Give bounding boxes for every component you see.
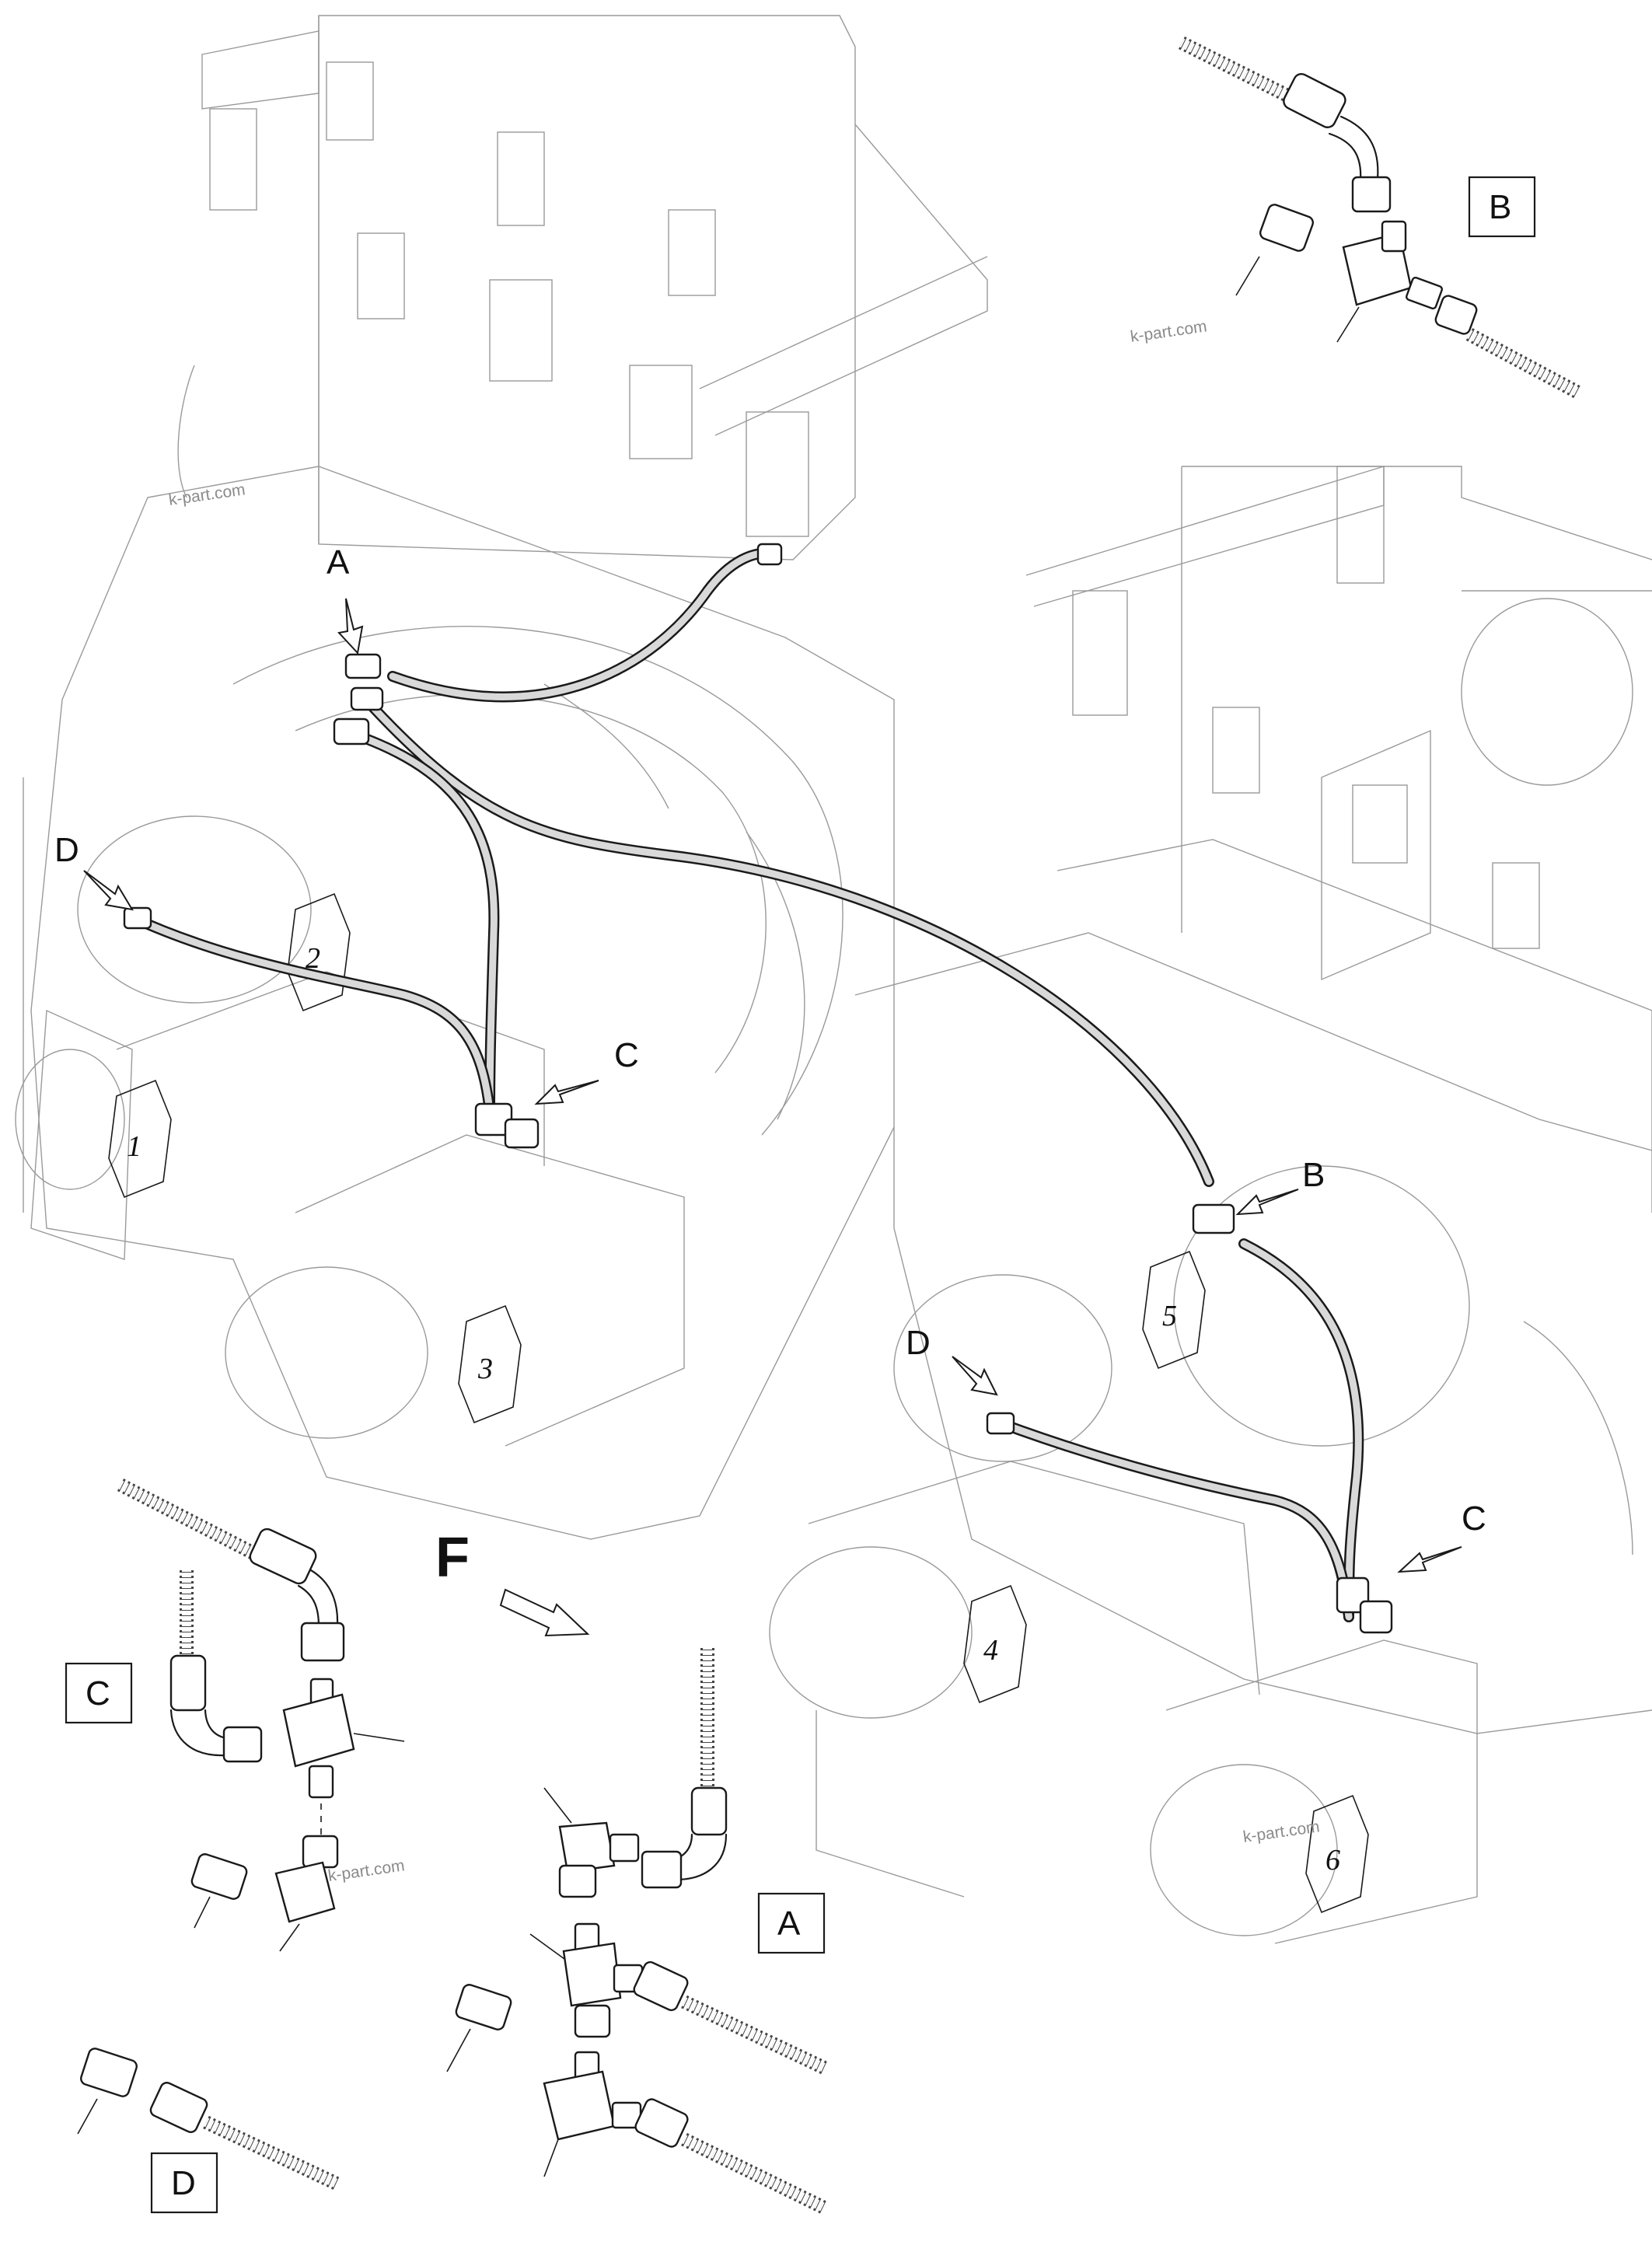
pump-number-4: 4: [983, 1634, 998, 1667]
front-direction-arrow-icon: [499, 1588, 590, 1637]
watermark-4: k-part.com: [1242, 1817, 1320, 1846]
detail-b: B: [1178, 36, 1582, 399]
callout-pointers: [83, 598, 1462, 1573]
pump-number-3: 3: [477, 1353, 493, 1385]
detail-a: A: [446, 1648, 827, 2215]
callout-letter-b: B: [1302, 1156, 1325, 1194]
callout-letter-d-left: D: [54, 831, 79, 869]
engine-block-right: [769, 466, 1652, 1944]
callout-letter-d-right: D: [906, 1324, 931, 1362]
detail-b-label-box: [1468, 176, 1536, 238]
pump-number-5: 5: [1162, 1300, 1177, 1332]
watermark-3: k-part.com: [327, 1856, 405, 1885]
detail-c: C: [65, 1478, 405, 1952]
detail-d-label: D: [171, 2164, 196, 2202]
detail-b-label: B: [1489, 188, 1511, 226]
watermark-2: k-part.com: [1129, 317, 1207, 346]
detail-d-label-box: [150, 2152, 218, 2214]
detail-d: D: [77, 2048, 341, 2214]
callout-letter-c-left: C: [614, 1036, 639, 1074]
engine-callout-letters: A D C B D C: [54, 543, 1486, 1538]
detail-c-label-box: [65, 1662, 133, 1724]
engine-block-left: [15, 15, 988, 1540]
callout-letter-a: A: [327, 543, 350, 581]
front-direction-marker: F: [435, 1527, 590, 1637]
pump-number-6: 6: [1325, 1844, 1340, 1877]
detail-c-label: C: [86, 1674, 110, 1713]
hose-routing: [127, 547, 1364, 1622]
detail-a-label: A: [777, 1905, 801, 1943]
front-marker-letter: F: [435, 1527, 470, 1589]
callout-letter-c-right: C: [1462, 1500, 1486, 1538]
pump-number-2: 2: [306, 942, 320, 975]
pump-number-labels: 1 2 3 4 5 6: [127, 942, 1340, 1877]
watermark-1: k-part.com: [167, 480, 246, 509]
engine-fittings: [123, 543, 1393, 1634]
pump-number-1: 1: [127, 1130, 141, 1163]
detail-a-label-box: [757, 1892, 826, 1954]
